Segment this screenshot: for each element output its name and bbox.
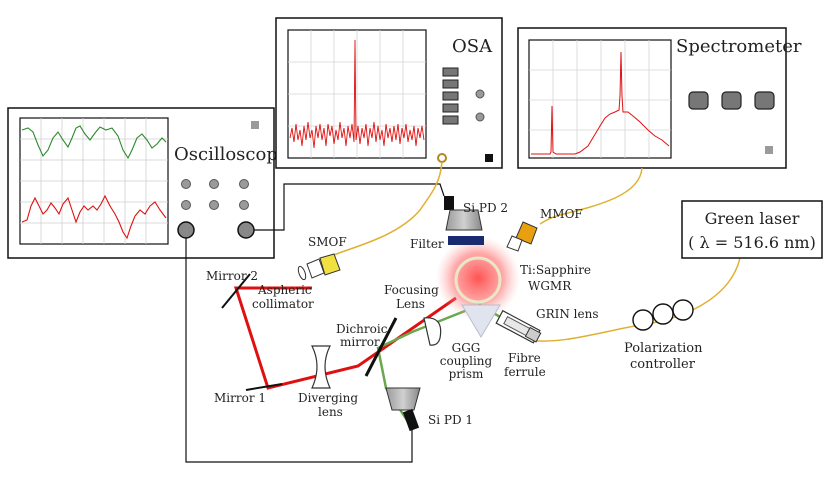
spectrometer-indicator [765,146,773,154]
osa-buttons[interactable] [442,67,459,125]
smof-label: SMOF [308,235,347,249]
osa-label: OSA [452,36,493,57]
aspheric-label-1: Aspheric [257,283,312,297]
dichroic-label-2: mirror [340,335,380,349]
wgmr-label-2: WGMR [528,279,572,293]
cable-pd2 [254,183,445,231]
green-trace [21,125,167,160]
grin-label: GRIN lens [536,307,599,321]
mirror2-label: Mirror 2 [206,269,258,283]
spectrometer-screen [528,39,672,159]
oscilloscope-knobs[interactable] [181,179,249,210]
mirror2 [221,273,251,309]
si-pd1 [385,387,421,432]
laser-name: Green laser [705,209,800,228]
red-trace [21,194,167,240]
diverging-label-1: Diverging [298,391,358,405]
dichroic-mirror [364,317,398,377]
osa-fiber-port[interactable] [437,153,447,163]
polarization-controller[interactable] [632,299,694,331]
fibre-label-1: Fibre [508,351,541,365]
oscilloscope-input-2[interactable] [237,221,255,239]
polarization-label-2: controller [630,357,696,372]
ggg-label-1: GGG [452,341,481,355]
focusing-label-1: Focusing [384,283,439,297]
wgmr-resonator [454,256,502,304]
osa-noise-trace [289,39,425,149]
oscilloscope-label: Oscilloscope [174,144,289,165]
laser-wavelength: ( λ = 516.6 nm) [688,233,816,252]
polarization-label-1: Polarization [624,341,703,356]
oscilloscope-input-1[interactable] [177,221,195,239]
fiber-spectrometer-mmof [539,167,643,225]
focusing-label-2: Lens [396,297,425,311]
cables [185,161,741,463]
osa-knob-2[interactable] [475,112,485,122]
grin-fibre-assembly [495,309,542,344]
filter [448,236,484,245]
cable-pd1 [185,238,413,463]
si-pd1-label: Si PD 1 [428,413,473,427]
green-laser: Green laser ( λ = 516.6 nm) [681,200,823,259]
diverging-label-2: lens [318,405,343,419]
si-pd2-label: Si PD 2 [463,201,508,215]
ggg-label-3: prism [449,367,484,381]
mmof-coupler [506,221,538,252]
wgmr-label-1: Ti:Sapphire [520,263,591,277]
spectrometer-buttons[interactable] [688,91,775,110]
smof-collimator [297,253,341,281]
mirror1-label: Mirror 1 [214,391,266,405]
fibre-label-2: ferrule [504,365,546,379]
filter-label: Filter [410,237,444,251]
ggg-label-2: coupling [440,354,493,368]
osa-knob-1[interactable] [475,89,485,99]
spectrometer-trace [531,51,670,155]
si-pd2 [444,196,483,231]
wgmr-glow [436,236,520,320]
osa: OSA [275,17,503,169]
spectrometer-label: Spectrometer [676,36,802,57]
dichroic-label-1: Dichroic [336,322,388,336]
oscilloscope-indicator [251,121,259,129]
osa-power-button[interactable] [485,154,493,162]
aspheric-label-2: collimator [252,297,314,311]
fiber-osa-smof [329,161,443,258]
mirror1 [245,383,283,391]
mmof-label: MMOF [540,207,583,221]
oscilloscope: Oscilloscope [7,107,289,259]
diverging-lens [311,345,331,389]
spectrometer: Spectrometer [517,27,802,169]
ggg-prism [461,304,501,338]
focusing-lens [423,317,442,346]
